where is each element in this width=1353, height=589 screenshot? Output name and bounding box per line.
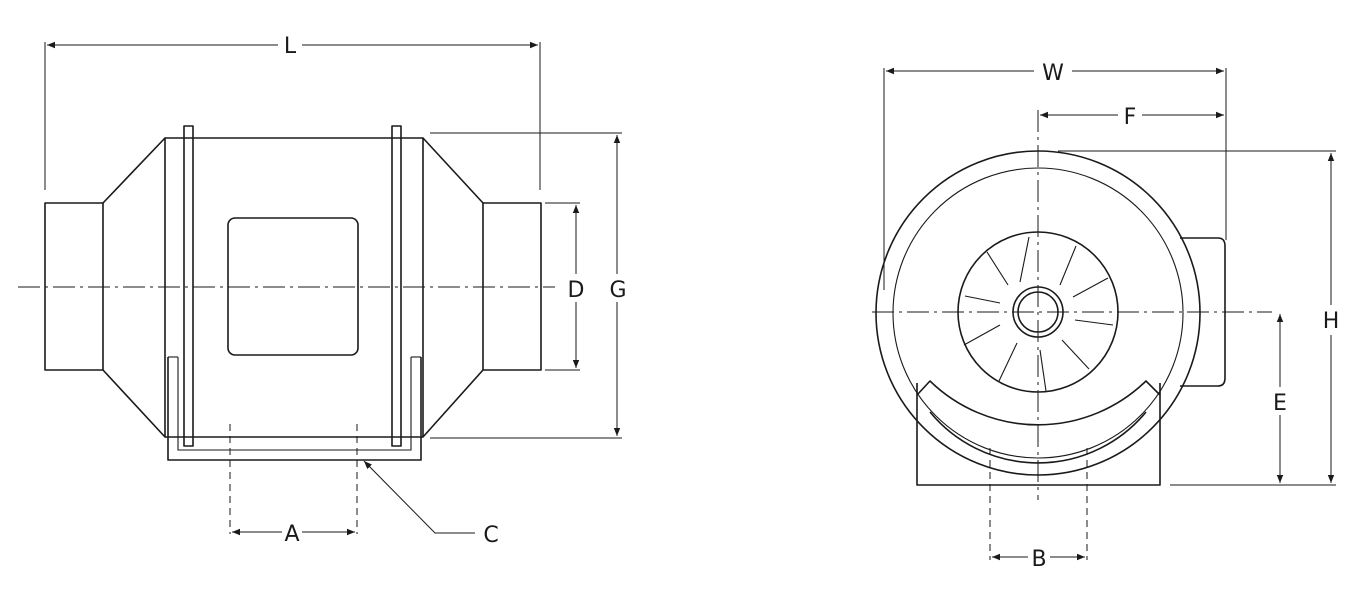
- front-view: W F H E B: [872, 61, 1339, 572]
- dim-label-L: L: [284, 34, 297, 59]
- dim-label-W: W: [1042, 61, 1064, 86]
- dim-label-A: A: [284, 522, 299, 547]
- dim-label-E: E: [1273, 391, 1287, 416]
- mounting-bracket: [167, 357, 422, 461]
- impeller-blades: [963, 236, 1114, 392]
- right-taper: [422, 137, 484, 438]
- dim-label-H: H: [1323, 309, 1340, 334]
- right-clamp-band: [391, 125, 402, 447]
- dim-label-F: F: [1124, 105, 1137, 130]
- dim-label-B: B: [1031, 547, 1046, 572]
- left-clamp-band: [183, 125, 194, 447]
- dim-label-D: D: [568, 278, 585, 303]
- left-taper: [102, 137, 166, 438]
- cradle: [916, 380, 1161, 426]
- dim-label-G: G: [609, 278, 626, 303]
- right-duct-collar: [482, 202, 542, 371]
- side-view: L D G A C: [18, 34, 627, 548]
- front-base-bracket: [916, 383, 1161, 486]
- left-duct-collar: [44, 202, 104, 371]
- terminal-box: [227, 217, 359, 356]
- dim-label-C: C: [483, 523, 498, 548]
